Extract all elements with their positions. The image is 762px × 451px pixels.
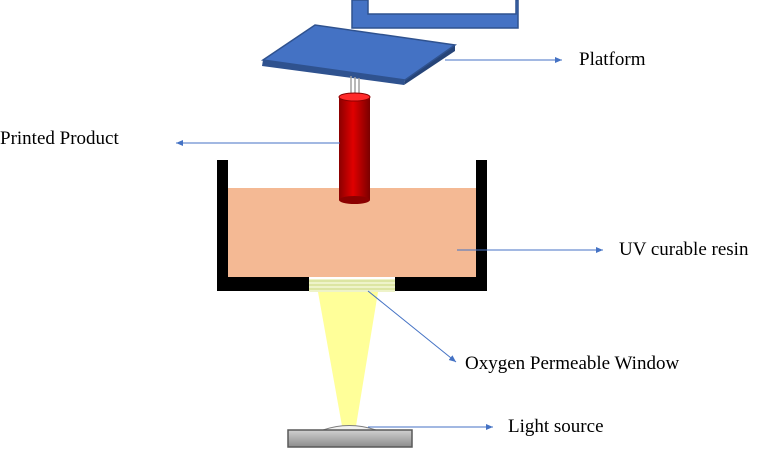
platform-side <box>262 60 405 85</box>
vat-floor-right <box>395 277 487 291</box>
printed-product <box>338 92 371 204</box>
platform-arm <box>351 0 519 29</box>
label-printed-product: Printed Product <box>0 128 119 149</box>
vat-floor-left <box>217 277 309 291</box>
label-window: Oxygen Permeable Window <box>465 353 679 374</box>
platform-rods <box>350 76 360 95</box>
platform <box>260 24 457 85</box>
vat-wall-left <box>217 160 228 291</box>
platform-top <box>260 24 457 81</box>
resin-vat <box>217 160 487 291</box>
platform-side-right <box>404 45 455 85</box>
label-light-source: Light source <box>508 416 604 437</box>
pointer-arrows <box>176 57 603 430</box>
label-resin: UV curable resin <box>619 239 749 260</box>
oxygen-permeable-window <box>309 279 395 292</box>
label-platform: Platform <box>579 49 646 70</box>
arrow-window <box>367 290 457 363</box>
light-source <box>287 425 413 448</box>
vat-wall-right <box>476 160 487 291</box>
uv-light-beam <box>318 292 378 426</box>
